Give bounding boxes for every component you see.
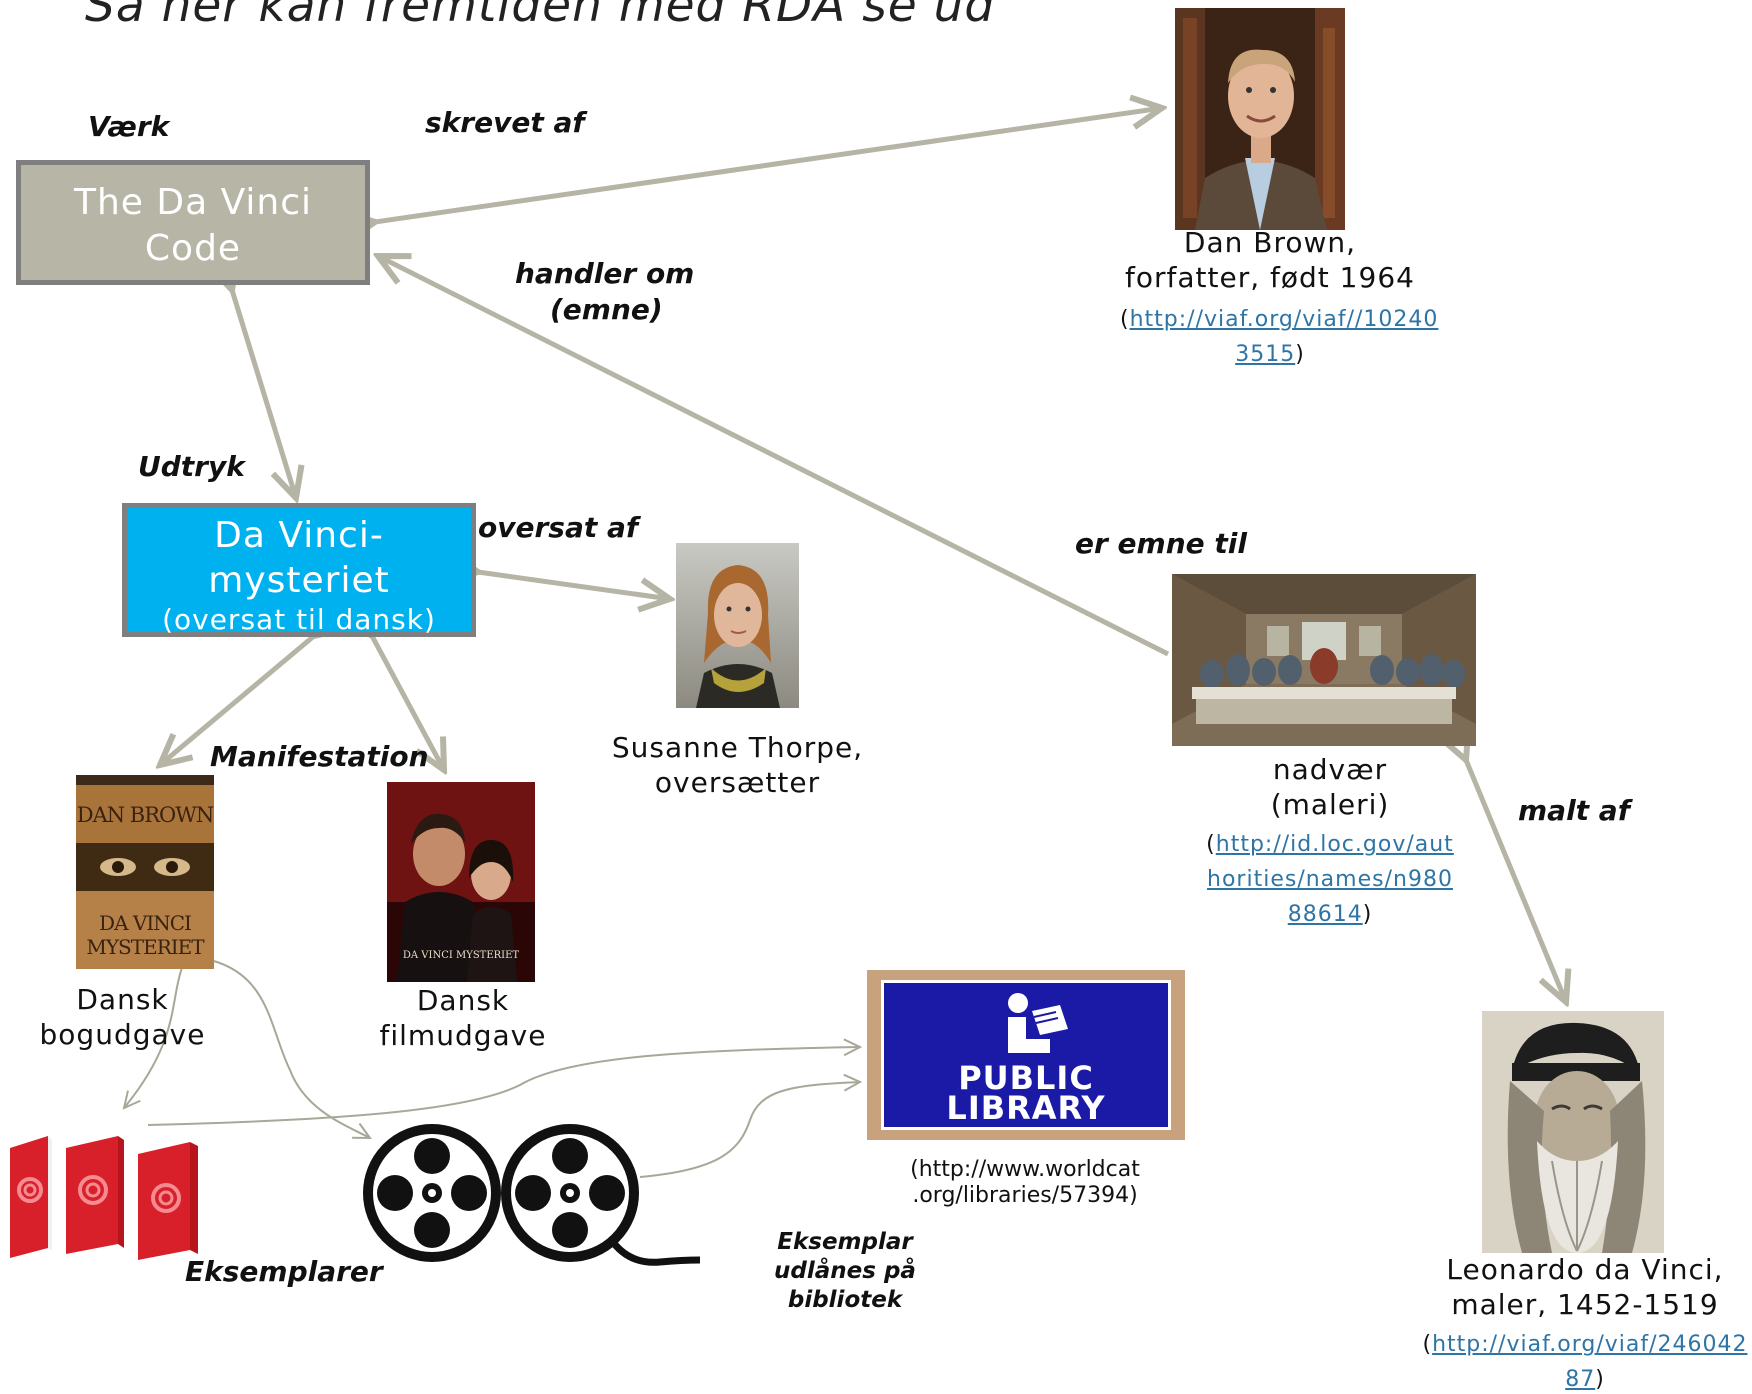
book-cover-title: DA VINCI MYSTERIET bbox=[76, 911, 214, 959]
film-poster-title: DA VINCI MYSTERIET bbox=[402, 950, 520, 961]
expression-node[interactable]: Da Vinci- mysteriet (oversat til dansk) bbox=[122, 503, 476, 637]
leonardo-paren-close: ) bbox=[1595, 1367, 1605, 1392]
edge-film-bibliotek bbox=[639, 1082, 860, 1178]
work-node[interactable]: The Da Vinci Code bbox=[16, 160, 370, 285]
susanne-caption: Susanne Thorpe, oversætter bbox=[600, 730, 875, 800]
connectors bbox=[0, 0, 1752, 1178]
edge-udtryk-bog bbox=[160, 636, 314, 765]
label-udlaanes-line3: bibliotek bbox=[787, 1287, 903, 1313]
label-udlaanes: Eksemplar udlånes på bibliotek bbox=[740, 1228, 950, 1315]
label-eksemplarer: Eksemplarer bbox=[185, 1255, 383, 1288]
film-reels-icon bbox=[363, 1124, 701, 1266]
page-title: Så her kan fremtiden med RDA se ud bbox=[85, 0, 996, 33]
book-cover-title-line1: DA VINCI bbox=[99, 911, 192, 935]
bog-caption: Dansk bogudgave bbox=[30, 982, 215, 1052]
edge-malt-af bbox=[1466, 760, 1566, 1002]
susanne-name: Susanne Thorpe, bbox=[611, 731, 864, 764]
library-sign-text: PUBLIC LIBRARY bbox=[884, 1059, 1168, 1127]
label-er-emne-til: er emne til bbox=[1075, 527, 1247, 560]
nadver-painting bbox=[1172, 574, 1476, 746]
nadver-loc-link-2[interactable]: horities/names/n980 bbox=[1207, 867, 1453, 892]
dan-brown-viaf-link-1[interactable]: http://viaf.org/viaf//10240 bbox=[1129, 307, 1439, 332]
book-copies-icon bbox=[10, 1136, 198, 1260]
book-cover: DAN BROWN DA VINCI MYSTERIET bbox=[76, 775, 214, 969]
edge-bog-filmruller bbox=[209, 959, 370, 1138]
work-title-line2: Code bbox=[144, 228, 242, 269]
leonardo-viaf-link-1[interactable]: http://viaf.org/viaf/246042 bbox=[1432, 1332, 1748, 1357]
dan-brown-photo bbox=[1175, 8, 1345, 230]
expression-subtitle: (oversat til dansk) bbox=[162, 603, 436, 636]
reader-icon bbox=[1008, 993, 1068, 1053]
library-source-line2: .org/libraries/57394) bbox=[912, 1183, 1138, 1208]
nadver-name: nadvær bbox=[1272, 753, 1388, 786]
nadver-loc-link-1[interactable]: http://id.loc.gov/aut bbox=[1215, 832, 1454, 857]
edge-vaerk-udtryk bbox=[232, 290, 296, 498]
susanne-role: oversætter bbox=[654, 766, 821, 799]
label-manifestation: Manifestation bbox=[210, 740, 429, 773]
film-poster: DA VINCI MYSTERIET bbox=[387, 782, 535, 982]
dan-brown-viaf-link-2[interactable]: 3515 bbox=[1235, 342, 1296, 367]
label-udtryk: Udtryk bbox=[138, 450, 245, 483]
bog-line1: Dansk bbox=[76, 983, 169, 1016]
book-cover-author: DAN BROWN bbox=[76, 803, 214, 827]
leonardo-caption: Leonardo da Vinci, maler, 1452-1519 (htt… bbox=[1420, 1252, 1750, 1394]
nadver-paren-close: ) bbox=[1362, 902, 1373, 927]
expression-title-line1: Da Vinci- bbox=[214, 515, 384, 556]
dan-brown-role: forfatter, født 1964 bbox=[1125, 261, 1415, 294]
film-line2: filmudgave bbox=[379, 1019, 547, 1052]
book-cover-title-line2: MYSTERIET bbox=[86, 935, 204, 959]
label-vaerk: Værk bbox=[88, 110, 170, 143]
nadver-type: (maleri) bbox=[1270, 788, 1390, 821]
library-sign-line1: PUBLIC bbox=[958, 1059, 1094, 1097]
label-oversat-af: oversat af bbox=[478, 511, 639, 544]
dan-brown-paren-close: ) bbox=[1295, 342, 1305, 367]
leonardo-role: maler, 1452-1519 bbox=[1451, 1288, 1719, 1321]
dan-brown-caption: Dan Brown, forfatter, født 1964 (http://… bbox=[1120, 225, 1437, 369]
label-udlaanes-line1: Eksemplar bbox=[777, 1229, 913, 1255]
library-source: (http://www.worldcat .org/libraries/5739… bbox=[880, 1157, 1170, 1209]
leonardo-viaf-link-2[interactable]: 87 bbox=[1565, 1367, 1596, 1392]
label-handler-om: handler om bbox=[515, 257, 695, 290]
library-source-line1: (http://www.worldcat bbox=[910, 1157, 1140, 1182]
leonardo-paren-open: ( bbox=[1422, 1332, 1433, 1357]
nadver-caption: nadvær (maleri) (http://id.loc.gov/aut h… bbox=[1200, 752, 1460, 929]
label-emne: (emne) bbox=[550, 293, 663, 326]
public-library-sign: PUBLIC LIBRARY bbox=[867, 970, 1185, 1140]
label-skrevet-af: skrevet af bbox=[425, 106, 585, 139]
label-udlaanes-line2: udlånes på bbox=[774, 1258, 916, 1284]
edge-handler-om bbox=[378, 256, 1170, 657]
leonardo-portrait bbox=[1482, 1011, 1664, 1253]
susanne-thorpe-photo bbox=[676, 543, 799, 708]
bog-line2: bogudgave bbox=[39, 1018, 206, 1051]
library-sign-line2: LIBRARY bbox=[946, 1089, 1106, 1127]
expression-title-line2: mysteriet bbox=[208, 560, 390, 601]
film-line1: Dansk bbox=[416, 984, 510, 1017]
edge-skrevet-af bbox=[375, 108, 1162, 222]
dan-brown-name: Dan Brown, bbox=[1183, 226, 1357, 259]
library-sign-panel: PUBLIC LIBRARY bbox=[881, 980, 1171, 1130]
nadver-paren-open: ( bbox=[1206, 832, 1216, 857]
film-caption: Dansk filmudgave bbox=[368, 983, 558, 1053]
nadver-loc-link-3[interactable]: 88614 bbox=[1287, 902, 1363, 927]
edge-bog-eksemplarer bbox=[124, 967, 183, 1108]
dan-brown-paren-open: ( bbox=[1120, 307, 1130, 332]
edge-udtryk-film bbox=[372, 636, 444, 770]
edge-oversat-af bbox=[478, 572, 670, 599]
label-malt-af: malt af bbox=[1518, 794, 1630, 827]
leonardo-name: Leonardo da Vinci, bbox=[1446, 1253, 1724, 1286]
edge-eksemplarer-bibliotek bbox=[147, 1047, 860, 1126]
work-title-line1: The Da Vinci bbox=[73, 182, 313, 223]
